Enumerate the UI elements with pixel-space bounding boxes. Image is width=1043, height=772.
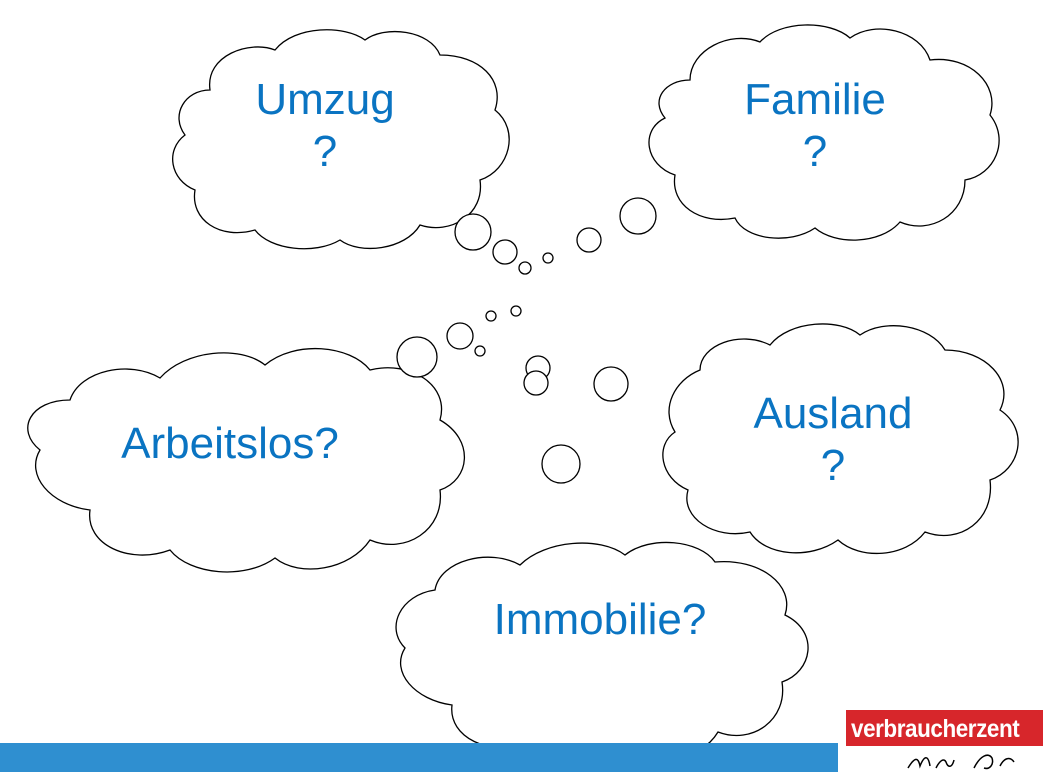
- brand-logo: verbraucherzent: [846, 708, 1043, 772]
- bubble: [492, 239, 518, 265]
- bubble: [518, 261, 532, 275]
- bubble: [396, 336, 438, 378]
- bubble: [485, 310, 497, 322]
- bubble: [576, 227, 602, 253]
- cloud-label-ausland: Ausland ?: [753, 389, 913, 490]
- bubble: [446, 322, 474, 350]
- cloud-label-immobilie: Immobilie?: [493, 595, 707, 644]
- thought-bubbles: [396, 197, 657, 484]
- bubble: [593, 366, 629, 402]
- cloud-label-arbeitslos: Arbeitslos?: [121, 419, 339, 468]
- logo-signature-icon: [907, 754, 1015, 770]
- logo-text: verbraucherzent: [851, 715, 1020, 743]
- bubble: [541, 444, 581, 484]
- cloud-familie: [648, 24, 1000, 241]
- bubble: [523, 370, 549, 396]
- cloud-ausland: [662, 323, 1019, 555]
- cloud-umzug: [172, 29, 510, 250]
- logo-box: verbraucherzent: [846, 710, 1043, 746]
- bubble: [454, 213, 492, 251]
- cloud-immobilie: [395, 541, 809, 766]
- bubble: [619, 197, 657, 235]
- footer-bar: [0, 743, 838, 772]
- bubble: [474, 345, 486, 357]
- cloud-label-familie: Familie ?: [744, 75, 886, 176]
- bubble: [510, 305, 522, 317]
- cloud-label-umzug: Umzug ?: [255, 75, 395, 176]
- bubble: [542, 252, 554, 264]
- cloud-arbeitslos: [27, 348, 465, 573]
